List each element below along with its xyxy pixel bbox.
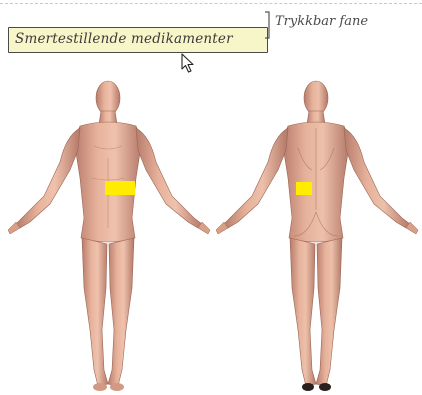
side-label-text: Trykkbar fane [275,14,368,29]
medication-search-value: Smertestillende medikamenter [15,31,233,47]
medication-search-field[interactable]: Smertestillende medikamenter [8,27,268,53]
mouse-pointer-icon [181,53,195,73]
pain-area-marker-back[interactable] [296,182,312,195]
body-figure-back[interactable] [212,78,422,393]
pain-area-marker-front[interactable] [105,181,135,195]
top-divider [0,3,422,4]
clickable-tab-annotation: Trykkbar fane [263,8,413,42]
body-figure-front[interactable] [4,78,214,393]
